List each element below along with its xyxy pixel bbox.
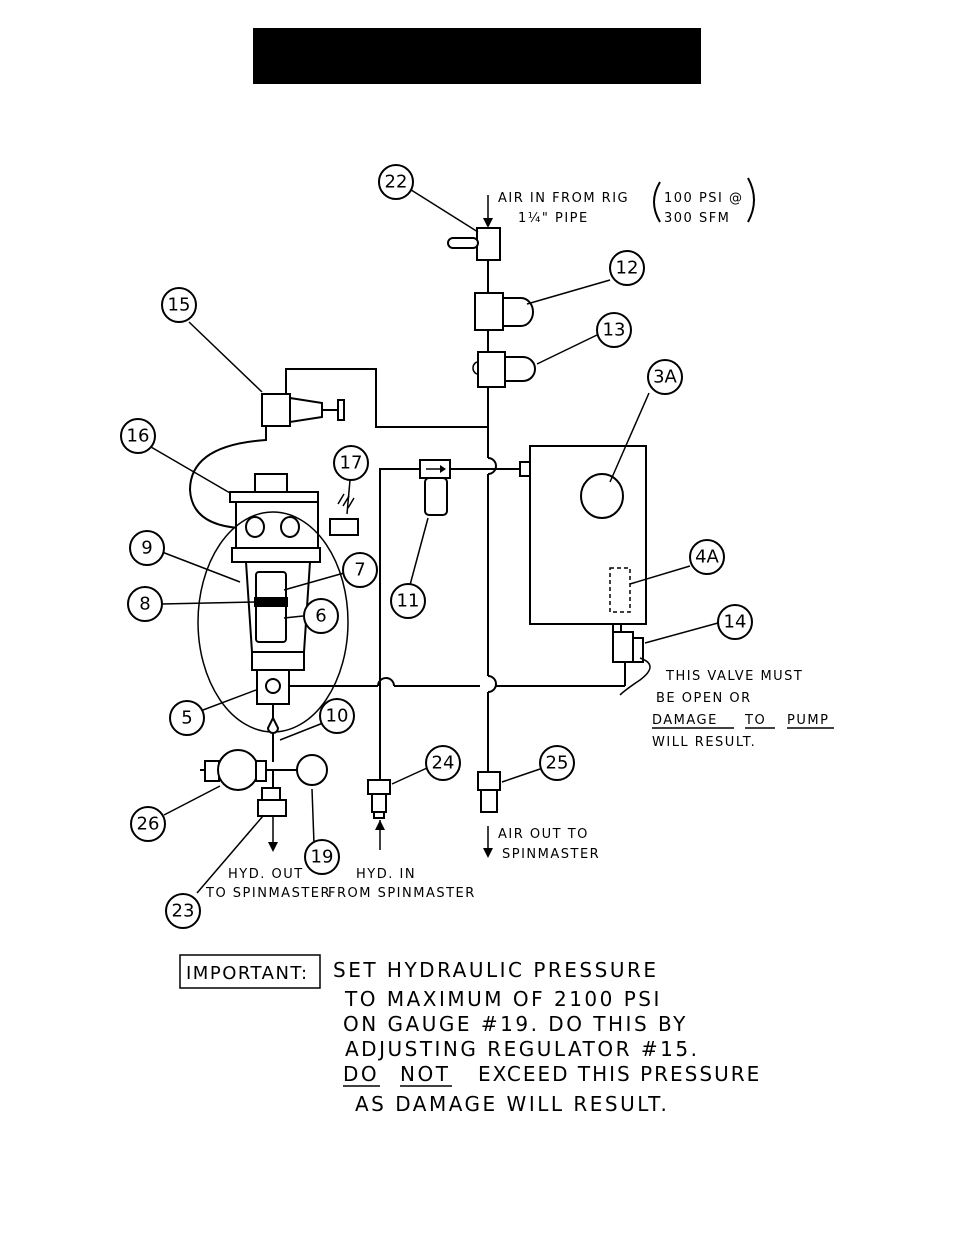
callout-24: 24 — [425, 745, 461, 781]
callout-7: 7 — [342, 552, 378, 588]
valve-14 — [612, 623, 644, 663]
callout-14: 14 — [717, 604, 753, 640]
gauge-19 — [296, 754, 328, 786]
important-line3: ON GAUGE #19. DO THIS BY — [343, 1012, 688, 1036]
hyd-in-line1: HYD. IN — [356, 867, 416, 882]
callout-11: 11 — [390, 583, 426, 619]
air-out-line1: AIR OUT TO — [498, 827, 589, 842]
tank-3a — [529, 445, 647, 625]
important-not: NOT — [400, 1062, 450, 1086]
callout-12: 12 — [609, 250, 645, 286]
callout-4a: 4A — [689, 539, 725, 575]
accumulator-26 — [204, 749, 267, 791]
callout-10-label: 10 — [326, 706, 349, 727]
callout-10: 10 — [319, 698, 355, 734]
hyd-in-label: HYD. IN FROM SPINMASTER — [328, 867, 476, 901]
callout-22: 22 — [378, 164, 414, 200]
callout-12-label: 12 — [616, 258, 639, 279]
air-in-label: AIR IN FROM RIG 1¼" PIPE 100 PSI @ 300 S… — [498, 177, 755, 226]
valve-warning-label: THIS VALVE MUST BE OPEN OR DAMAGE TO PUM… — [652, 669, 834, 750]
callout-8: 8 — [127, 586, 163, 622]
valve-warning-line2: BE OPEN OR — [656, 691, 752, 706]
callout-26-label: 26 — [137, 814, 160, 835]
callout-17: 17 — [333, 445, 369, 481]
callout-24-label: 24 — [432, 753, 455, 774]
important-label: IMPORTANT: — [186, 963, 309, 984]
callout-19-label: 19 — [311, 847, 334, 868]
callout-23-label: 23 — [172, 901, 195, 922]
valve-23 — [257, 787, 287, 852]
component-13 — [472, 351, 536, 388]
air-inlet-fitting — [447, 227, 501, 261]
callout-19: 19 — [304, 839, 340, 875]
air-in-line1: AIR IN FROM RIG — [498, 191, 629, 206]
important-exceed: EXCEED THIS PRESSURE — [478, 1062, 761, 1086]
important-line4: ADJUSTING REGULATOR #15. — [345, 1037, 699, 1061]
valve-warning-to: TO — [744, 713, 766, 728]
callout-9-label: 9 — [141, 538, 152, 559]
valve-warning-damage: DAMAGE — [652, 713, 718, 728]
callout-14-label: 14 — [724, 612, 747, 633]
leader-lines — [150, 187, 719, 894]
callout-13-label: 13 — [603, 320, 626, 341]
callout-16-label: 16 — [127, 426, 150, 447]
callout-9: 9 — [129, 530, 165, 566]
important-line2: TO MAXIMUM OF 2100 PSI — [344, 987, 662, 1011]
air-in-spec2: 300 SFM — [664, 211, 730, 226]
callout-26: 26 — [130, 806, 166, 842]
callout-13: 13 — [596, 312, 632, 348]
fitting-25 — [477, 771, 501, 858]
callout-17-label: 17 — [340, 453, 363, 474]
valve-warning-line4: WILL RESULT. — [652, 735, 756, 750]
air-out-label: AIR OUT TO SPINMASTER — [498, 827, 600, 862]
hyd-out-line2: TO SPINMASTER — [205, 886, 331, 901]
callout-23: 23 — [165, 893, 201, 929]
callout-5: 5 — [169, 700, 205, 736]
callout-4a-label: 4A — [695, 547, 719, 568]
callout-25-label: 25 — [546, 753, 569, 774]
important-note: IMPORTANT: SET HYDRAULIC PRESSURE TO MAX… — [179, 954, 761, 1116]
callout-3a: 3A — [647, 359, 683, 395]
air-in-line2: 1¼" PIPE — [518, 211, 589, 226]
callout-25: 25 — [539, 745, 575, 781]
callout-6-label: 6 — [315, 606, 326, 627]
hyd-out-label: HYD. OUT TO SPINMASTER — [205, 867, 331, 901]
callout-6: 6 — [303, 598, 339, 634]
air-supply-line — [483, 195, 497, 772]
air-out-line2: SPINMASTER — [502, 847, 600, 862]
filter-11 — [419, 459, 488, 516]
hyd-out-line1: HYD. OUT — [228, 867, 304, 882]
callout-7-label: 7 — [354, 560, 365, 581]
important-do: DO — [343, 1062, 379, 1086]
callout-8-label: 8 — [139, 594, 150, 615]
callout-16: 16 — [120, 418, 156, 454]
callout-3a-label: 3A — [653, 367, 677, 388]
callout-15-label: 15 — [168, 295, 191, 316]
regulator-15 — [261, 393, 345, 427]
important-line6: AS DAMAGE WILL RESULT. — [355, 1092, 669, 1116]
callout-15: 15 — [161, 287, 197, 323]
title-bar — [253, 28, 701, 84]
callout-5-label: 5 — [181, 708, 192, 729]
callout-22-label: 22 — [385, 172, 408, 193]
important-line1: SET HYDRAULIC PRESSURE — [333, 958, 659, 982]
callout-11-label: 11 — [397, 591, 420, 612]
fitting-24 — [367, 779, 391, 850]
pump-assembly — [197, 473, 359, 762]
component-12 — [474, 292, 534, 331]
valve-warning-line1: THIS VALVE MUST — [665, 669, 803, 684]
hyd-in-line2: FROM SPINMASTER — [328, 886, 476, 901]
valve-warning-pump: PUMP — [787, 713, 829, 728]
air-in-spec1: 100 PSI @ — [664, 191, 744, 206]
